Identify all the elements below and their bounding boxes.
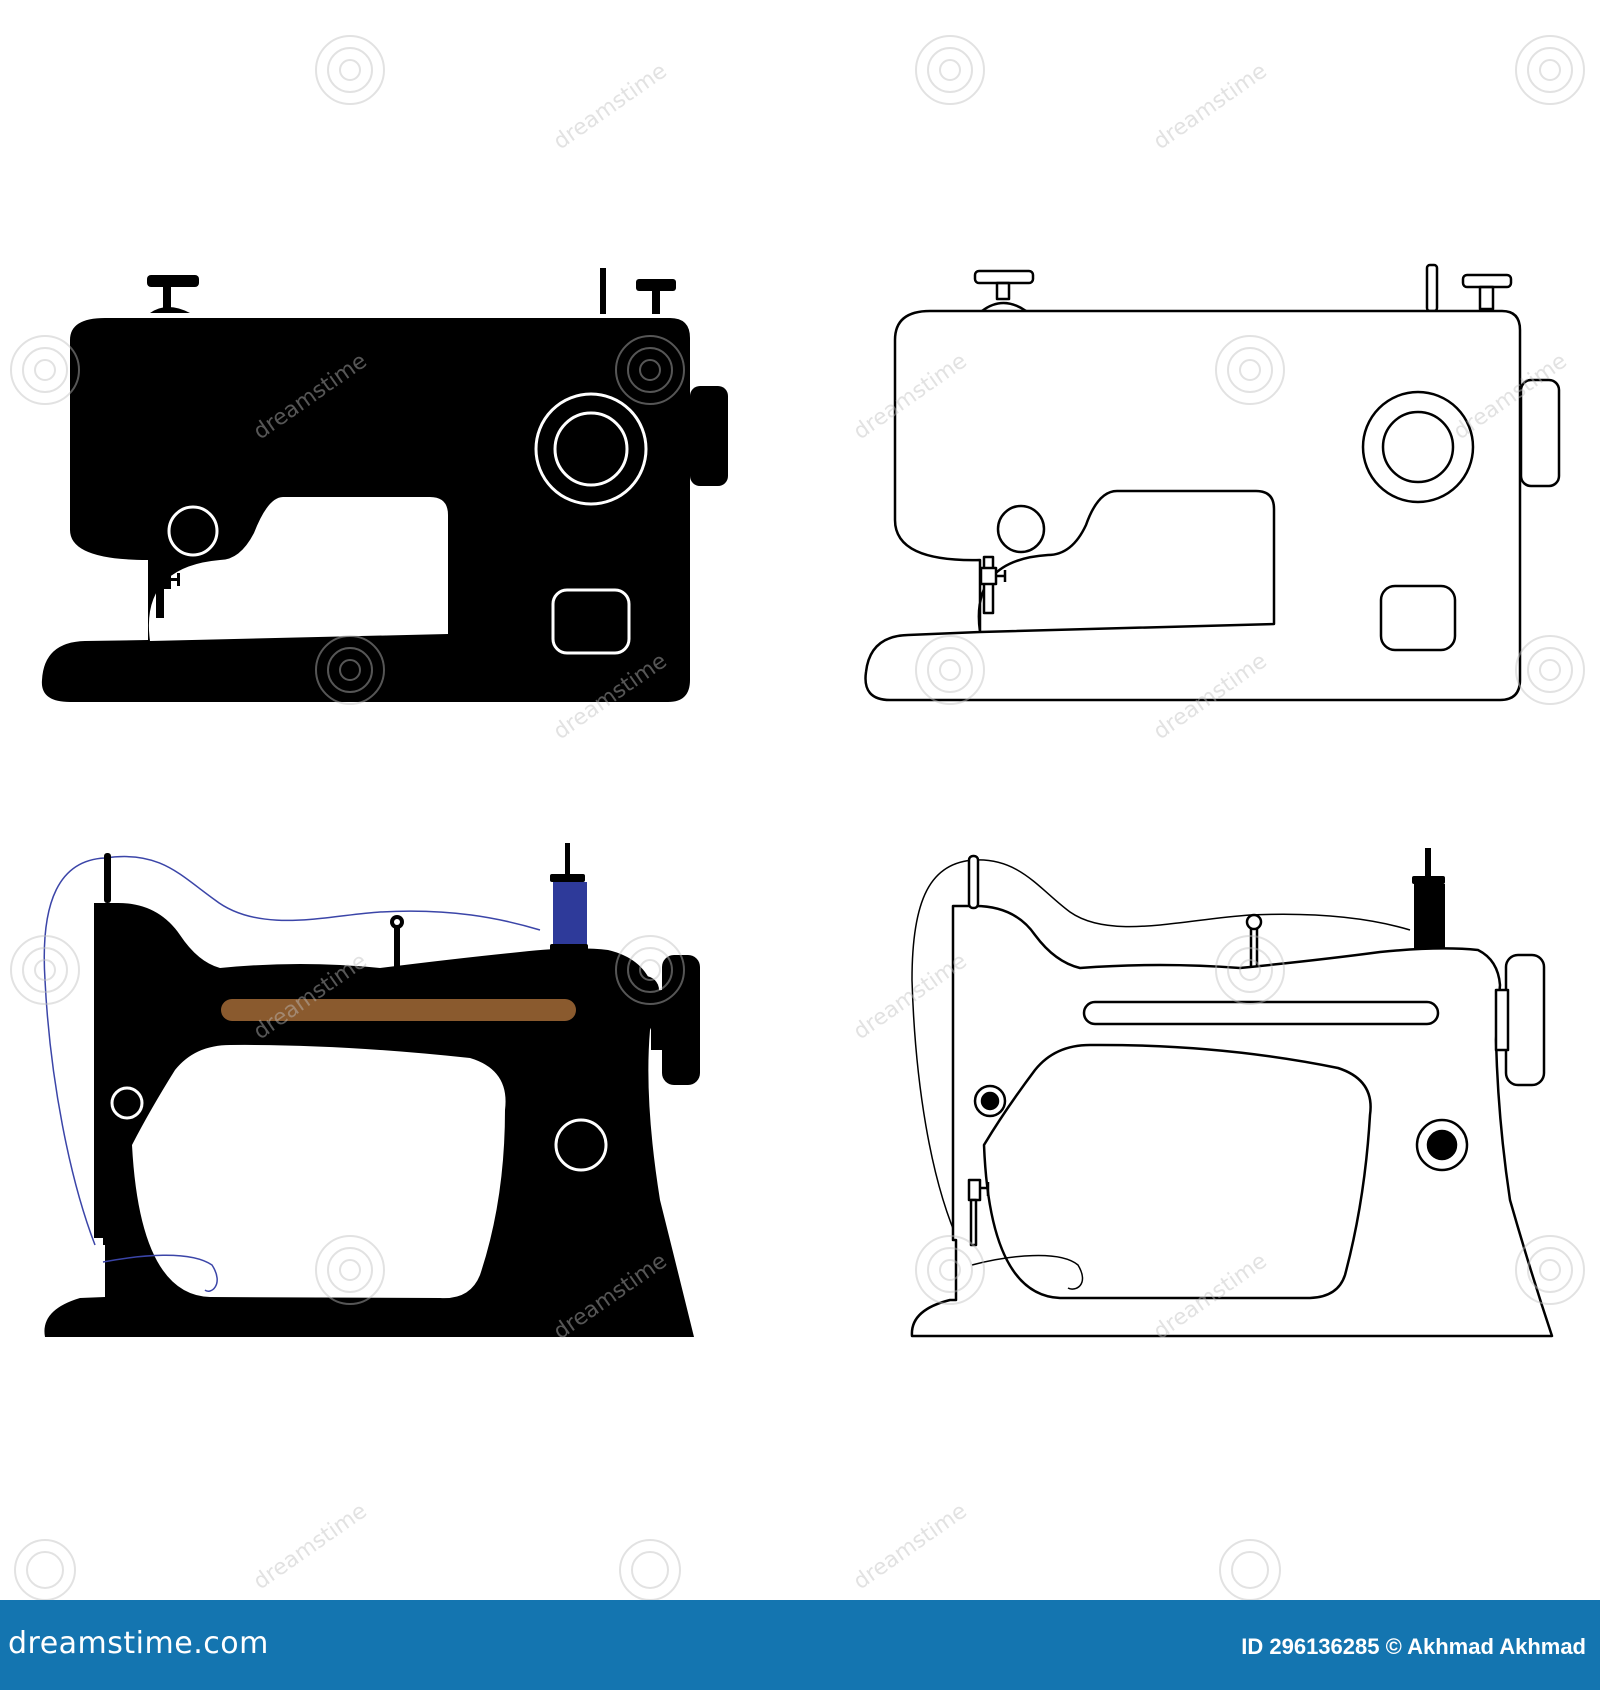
footer-brand[interactable]: dreamstime.com	[8, 1626, 269, 1661]
vintage-sewing-machine-glyph	[43, 843, 700, 1337]
modern-sewing-machine-outline	[864, 263, 1561, 702]
footer-credit: ID 296136285 © Akhmad Akhmad	[1241, 1634, 1586, 1659]
dreamstime-watermark: dreamstime dreamstime dreamstime dreamst…	[10, 35, 1585, 1600]
svg-text:dreamstime: dreamstime	[249, 1499, 372, 1595]
modern-sewing-machine-glyph	[41, 268, 728, 702]
svg-text:dreamstime: dreamstime	[1149, 59, 1272, 155]
svg-text:dreamstime: dreamstime	[849, 1499, 972, 1595]
vintage-sewing-machine-outline	[910, 848, 1554, 1338]
spiral-logo-icon	[10, 35, 1585, 1600]
svg-text:dreamstime: dreamstime	[549, 59, 672, 155]
footer-bar: dreamstime.com ID 296136285 © Akhmad Akh…	[0, 1600, 1600, 1690]
illustration-canvas: dreamstime dreamstime dreamstime dreamst…	[10, 35, 1585, 1600]
